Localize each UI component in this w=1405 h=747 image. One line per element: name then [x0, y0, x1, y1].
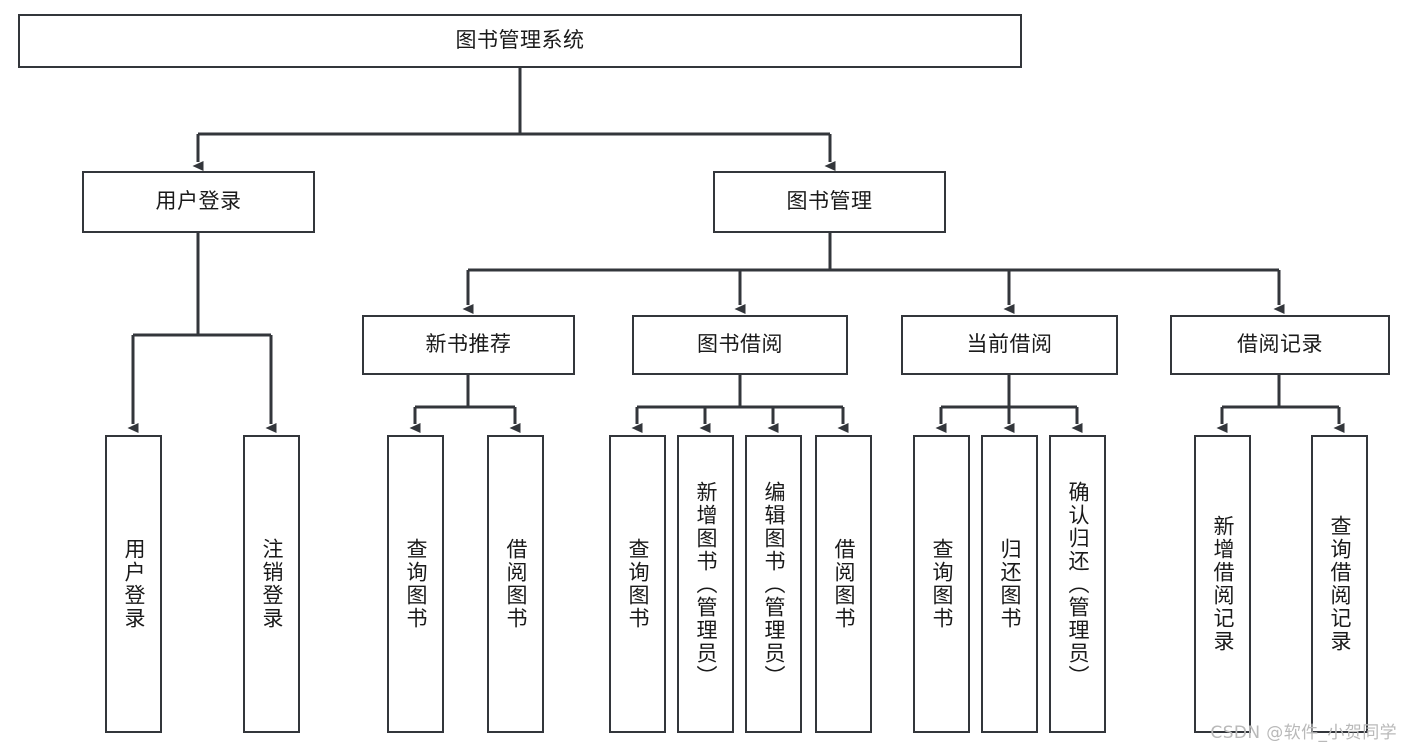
node-root-system-label: 图书管理系统	[455, 28, 585, 53]
leaf-new-book-borrow[interactable]: 借阅图书	[487, 435, 544, 733]
csdn-watermark: CSDN @软件_小贺同学	[1210, 723, 1397, 743]
node-new-book-recommend[interactable]: 新书推荐	[362, 315, 575, 375]
leaf-current-borrow-return-label: 归还图书	[997, 538, 1022, 630]
leaf-current-borrow-query-label: 查询图书	[929, 538, 954, 630]
leaf-book-borrow-add[interactable]: 新增图书（管理员）	[677, 435, 734, 733]
leaf-book-borrow-query[interactable]: 查询图书	[609, 435, 666, 733]
leaf-new-book-query[interactable]: 查询图书	[387, 435, 444, 733]
leaf-current-borrow-confirm-label: 确认归还（管理员）	[1065, 480, 1090, 688]
leaf-book-borrow-borrow[interactable]: 借阅图书	[815, 435, 872, 733]
node-borrow-record[interactable]: 借阅记录	[1170, 315, 1390, 375]
leaf-borrow-record-query[interactable]: 查询借阅记录	[1311, 435, 1368, 733]
node-book-borrow-label: 图书借阅	[697, 332, 783, 357]
node-book-borrow[interactable]: 图书借阅	[632, 315, 848, 375]
node-root-system[interactable]: 图书管理系统	[18, 14, 1022, 68]
leaf-new-book-borrow-label: 借阅图书	[503, 538, 528, 630]
leaf-borrow-record-add-label: 新增借阅记录	[1210, 515, 1235, 653]
leaf-current-borrow-query[interactable]: 查询图书	[913, 435, 970, 733]
node-book-management[interactable]: 图书管理	[713, 171, 946, 233]
leaf-book-borrow-add-label: 新增图书（管理员）	[693, 480, 718, 688]
leaf-user-login-signin[interactable]: 用户登录	[105, 435, 162, 733]
leaf-user-login-signout-label: 注销登录	[259, 538, 284, 630]
leaf-user-login-signin-label: 用户登录	[121, 538, 146, 630]
leaf-book-borrow-borrow-label: 借阅图书	[831, 538, 856, 630]
leaf-book-borrow-edit-label: 编辑图书（管理员）	[761, 480, 786, 688]
leaf-current-borrow-return[interactable]: 归还图书	[981, 435, 1038, 733]
node-user-login[interactable]: 用户登录	[82, 171, 315, 233]
leaf-book-borrow-query-label: 查询图书	[625, 538, 650, 630]
leaf-borrow-record-add[interactable]: 新增借阅记录	[1194, 435, 1251, 733]
leaf-user-login-signout[interactable]: 注销登录	[243, 435, 300, 733]
node-book-management-label: 图书管理	[786, 189, 873, 214]
node-borrow-record-label: 借阅记录	[1237, 332, 1323, 357]
leaf-borrow-record-query-label: 查询借阅记录	[1327, 515, 1352, 653]
node-current-borrow[interactable]: 当前借阅	[901, 315, 1118, 375]
node-new-book-recommend-label: 新书推荐	[425, 332, 512, 357]
leaf-new-book-query-label: 查询图书	[403, 538, 428, 630]
leaf-current-borrow-confirm[interactable]: 确认归还（管理员）	[1049, 435, 1106, 733]
leaf-book-borrow-edit[interactable]: 编辑图书（管理员）	[745, 435, 802, 733]
node-user-login-label: 用户登录	[155, 189, 242, 214]
node-current-borrow-label: 当前借阅	[966, 332, 1053, 357]
